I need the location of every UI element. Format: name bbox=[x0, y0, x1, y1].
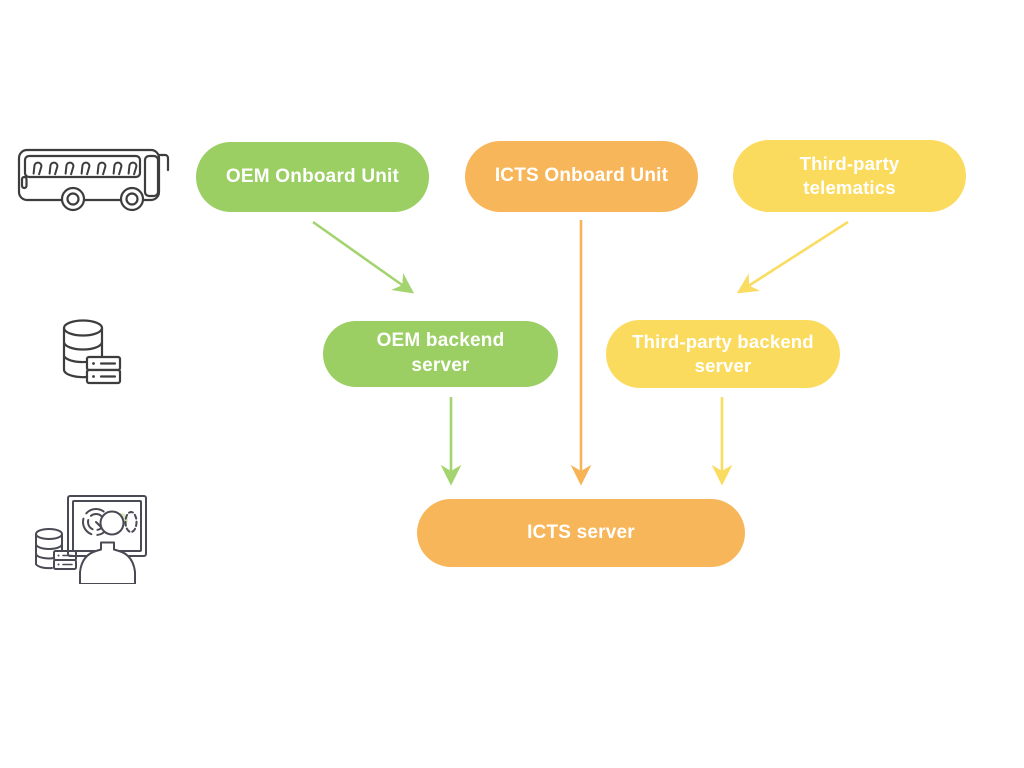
person-silhouette bbox=[79, 510, 136, 584]
node-oem-onboard-unit: OEM Onboard Unit bbox=[196, 142, 429, 212]
bus-icon bbox=[10, 137, 173, 213]
arrow-oem-onboard-to-oem-backend bbox=[312, 220, 415, 294]
mini-database-icon bbox=[35, 528, 77, 570]
node-oem-backend-server-label: OEM backend server bbox=[376, 330, 505, 376]
node-icts-onboard-unit-label: ICTS Onboard Unit bbox=[494, 165, 669, 187]
node-oem-onboard-unit-label: OEM Onboard Unit bbox=[225, 165, 400, 187]
analyst-monitor-icon bbox=[28, 492, 150, 584]
node-third-party-backend-server: Third-party backend server bbox=[606, 320, 840, 388]
node-icts-server-label: ICTS server bbox=[527, 521, 635, 543]
node-icts-onboard-unit: ICTS Onboard Unit bbox=[465, 141, 698, 212]
node-icts-server: ICTS server bbox=[417, 499, 745, 567]
database-icon bbox=[57, 317, 123, 389]
arrow-telematics-to-third-backend bbox=[736, 220, 849, 294]
node-third-party-telematics: Third-party telematics bbox=[733, 140, 966, 212]
node-third-party-backend-server-label: Third-party backend server bbox=[632, 330, 814, 376]
node-oem-backend-server: OEM backend server bbox=[323, 321, 558, 387]
node-third-party-telematics-label: Third-party telematics bbox=[799, 152, 900, 198]
